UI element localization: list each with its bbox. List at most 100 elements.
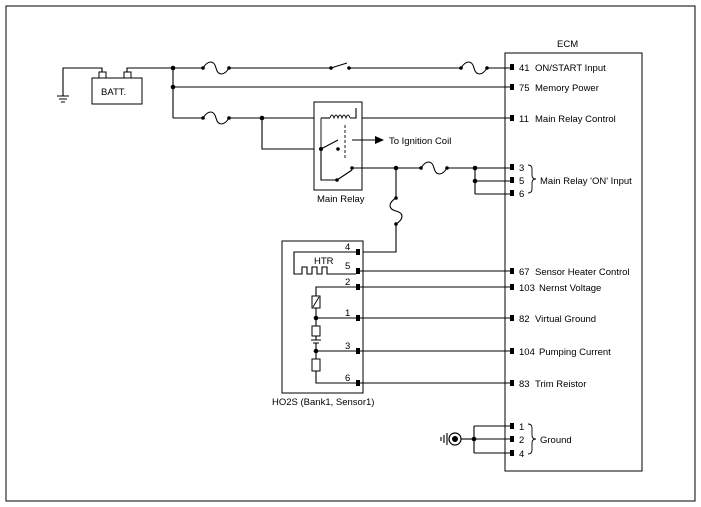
sensor-pin-number: 1 bbox=[345, 308, 350, 319]
ecm-pin-marker bbox=[510, 177, 514, 183]
ground-symbol-icon bbox=[57, 95, 69, 103]
ecm-pin-marker bbox=[510, 64, 514, 70]
arrow-right-icon bbox=[375, 136, 384, 144]
battery-label: BATT. bbox=[101, 87, 126, 98]
sensor-pin-number: 5 bbox=[345, 261, 350, 272]
fuse-terminal bbox=[394, 196, 398, 200]
sensor-pin-number: 6 bbox=[345, 373, 350, 384]
wire bbox=[320, 149, 337, 181]
ecm-pin-name: Virtual Ground bbox=[535, 314, 596, 325]
ecm-pin-labels: 41 ON/START Input 75 Memory Power 11 Mai… bbox=[519, 63, 630, 460]
sensor-pin-marker bbox=[356, 315, 360, 321]
heater-label: HTR bbox=[314, 256, 334, 267]
sensor-box bbox=[281, 240, 364, 394]
relay-switch-arm bbox=[320, 139, 339, 150]
wire-relay-feed bbox=[261, 118, 321, 150]
wire bbox=[315, 286, 356, 296]
ecm-pin-marker bbox=[510, 284, 514, 290]
ecm-pin-name: Pumping Current bbox=[539, 347, 611, 358]
ignition-switch-icon bbox=[330, 62, 348, 69]
ecm-pin-number: 104 bbox=[519, 347, 535, 358]
ecm-pin-marker bbox=[510, 348, 514, 354]
sensor-pin-marker bbox=[356, 284, 360, 290]
ecm-pin-number: 3 bbox=[519, 163, 524, 174]
ecm-title: ECM bbox=[557, 39, 578, 50]
ecm-module: ECM bbox=[504, 39, 643, 472]
curly-brace bbox=[527, 164, 537, 194]
sensor-pin-number: 4 bbox=[345, 242, 350, 253]
ecm-pin-number: 5 bbox=[519, 176, 524, 187]
sensor-pin-marker bbox=[356, 380, 360, 386]
relay-output-wiring bbox=[356, 161, 510, 253]
battery-positive-wire bbox=[126, 67, 173, 72]
ecm-pin-name: Trim Reistor bbox=[535, 379, 586, 390]
ecm-pin-number: 82 bbox=[519, 314, 530, 325]
fuse-icon bbox=[460, 61, 488, 75]
ecm-pin-marker bbox=[510, 190, 514, 196]
battery-negative-post bbox=[98, 71, 107, 79]
fuse-terminal bbox=[201, 66, 205, 70]
sensor-pin-marker bbox=[356, 249, 360, 255]
sensor-pin-number: 3 bbox=[345, 341, 350, 352]
fuse-icon bbox=[202, 111, 230, 125]
ecm-pin-marker bbox=[510, 450, 514, 456]
wire bbox=[350, 108, 357, 119]
relay-contact bbox=[335, 178, 339, 182]
ecm-pin-marker bbox=[510, 164, 514, 170]
relay-ignition-label: To Ignition Coil bbox=[389, 136, 451, 147]
ecm-pin-number: 6 bbox=[519, 189, 524, 200]
group-label-ground: Ground bbox=[540, 435, 572, 446]
ecm-pin-name: Main Relay Control bbox=[535, 114, 616, 125]
relay-contact bbox=[336, 147, 340, 151]
battery: BATT. bbox=[57, 67, 173, 105]
fuse-terminal bbox=[459, 66, 463, 70]
ecm-pin-name: ON/START Input bbox=[535, 63, 606, 74]
relay-coil-icon bbox=[329, 114, 351, 120]
ecm-pin-number: 4 bbox=[519, 449, 524, 460]
ecm-pin-number: 103 bbox=[519, 283, 535, 294]
relay-switch-arm bbox=[336, 169, 353, 181]
fuse-icon bbox=[389, 197, 403, 225]
ecm-pin-name: Memory Power bbox=[535, 83, 599, 94]
heater-element-icon bbox=[293, 251, 356, 275]
ecm-pin-number: 2 bbox=[519, 435, 524, 446]
sensor-pin-marker bbox=[356, 268, 360, 274]
brace-main-relay-on: Main Relay 'ON' Input bbox=[527, 164, 632, 194]
group-label-main-relay-on: Main Relay 'ON' Input bbox=[540, 176, 632, 187]
diagram-border bbox=[5, 5, 696, 502]
ecm-box bbox=[504, 52, 643, 472]
ho2s-sensor: 4 5 2 1 3 6 HTR HO2S (Bank1, Sensor1) bbox=[272, 240, 374, 408]
fuse-icon bbox=[202, 61, 230, 75]
ecm-pin-terminals bbox=[510, 64, 514, 456]
fuse-terminal bbox=[419, 166, 423, 170]
ecm-pin-number: 83 bbox=[519, 379, 530, 390]
sensor-label: HO2S (Bank1, Sensor1) bbox=[272, 397, 374, 408]
relay-label: Main Relay bbox=[317, 194, 365, 205]
sensor-pin-marker bbox=[356, 348, 360, 354]
ecm-ground bbox=[440, 425, 510, 454]
chassis-ground-center bbox=[452, 436, 458, 442]
variable-mark bbox=[312, 296, 320, 308]
trim-resistor-icon bbox=[311, 358, 321, 372]
power-distribution bbox=[170, 61, 510, 150]
wire bbox=[473, 425, 510, 454]
ecm-pin-name: Sensor Heater Control bbox=[535, 267, 630, 278]
ecm-pin-marker bbox=[510, 84, 514, 90]
battery-positive-post bbox=[123, 71, 132, 79]
brace-ground: Ground bbox=[527, 423, 572, 455]
ecm-pin-marker bbox=[510, 268, 514, 274]
ecm-pin-number: 1 bbox=[519, 422, 524, 433]
wire bbox=[315, 371, 356, 384]
ecm-pin-number: 11 bbox=[519, 114, 529, 125]
ecm-pin-marker bbox=[510, 115, 514, 121]
battery-ground-wire bbox=[62, 67, 103, 96]
ground-symbol-icon bbox=[440, 433, 448, 445]
relay-box bbox=[313, 101, 363, 191]
fuse-icon bbox=[420, 161, 448, 175]
ecm-pin-marker bbox=[510, 315, 514, 321]
sensor-ecm-wiring bbox=[360, 270, 510, 384]
sensor-pin-number: 2 bbox=[345, 277, 350, 288]
wire-heater-power bbox=[356, 224, 397, 253]
ecm-pin-name: Nernst Voltage bbox=[539, 283, 601, 294]
